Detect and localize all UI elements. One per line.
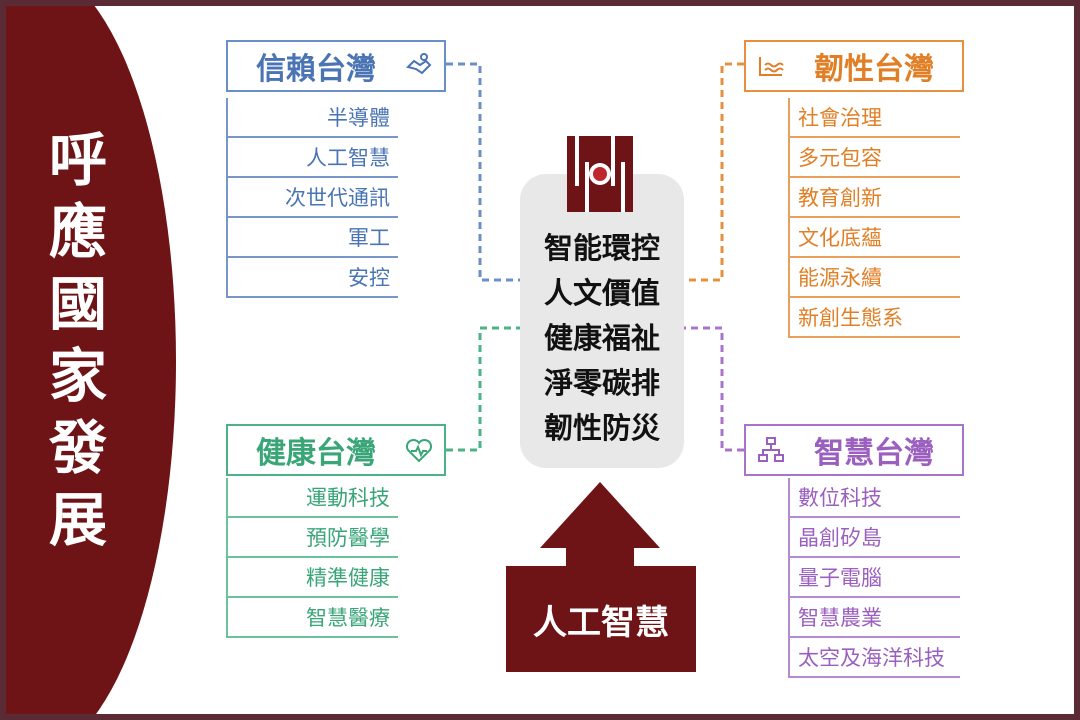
list-item: 智慧醫療 xyxy=(226,598,398,638)
list-item: 新創生態系 xyxy=(788,298,960,338)
heartbeat-icon xyxy=(405,438,433,463)
health-taiwan-list: 運動科技 預防醫學 精準健康 智慧醫療 xyxy=(226,478,398,638)
list-item: 數位科技 xyxy=(788,478,960,518)
connector-lines xyxy=(446,62,744,568)
center-goal: 人文價值 xyxy=(543,276,660,310)
trust-taiwan-title: 信賴台灣 xyxy=(256,52,376,87)
ai-foundation-label: 人工智慧 xyxy=(533,602,669,643)
trust-taiwan-header: 信賴台灣 xyxy=(226,40,446,92)
smart-taiwan-title: 智慧台灣 xyxy=(814,436,934,471)
resilient-taiwan-title: 韌性台灣 xyxy=(814,52,934,87)
list-item: 多元包容 xyxy=(788,138,960,178)
center-goal: 智能環控 xyxy=(543,231,660,265)
list-item: 軍工 xyxy=(226,218,398,258)
list-item: 社會治理 xyxy=(788,98,960,138)
resilient-taiwan-header: 韌性台灣 xyxy=(744,40,964,92)
center-goal: 韌性防災 xyxy=(543,411,660,445)
list-item: 精準健康 xyxy=(226,558,398,598)
center-goals-box: 智能環控 人文價值 健康福祉 淨零碳排 韌性防災 xyxy=(520,174,684,468)
list-item: 運動科技 xyxy=(226,478,398,518)
list-item: 次世代通訊 xyxy=(226,178,398,218)
smart-taiwan-header: 智慧台灣 xyxy=(744,424,964,476)
list-item: 能源永續 xyxy=(788,258,960,298)
side-title-char: 呼 xyxy=(48,126,107,194)
resilient-taiwan-list: 社會治理 多元包容 教育創新 文化底蘊 能源永續 新創生態系 xyxy=(788,98,960,338)
network-icon xyxy=(758,437,784,462)
health-taiwan-header: 健康台灣 xyxy=(226,424,446,476)
nstc-logo-icon xyxy=(567,136,633,212)
list-item: 量子電腦 xyxy=(788,558,960,598)
list-item: 半導體 xyxy=(226,98,398,138)
center-goal: 健康福祉 xyxy=(543,321,660,355)
side-title-char: 發 xyxy=(48,414,107,482)
canvas: 呼 應 國 家 發 展 信賴台灣 半導體 人工智慧 次世代通訊 軍工 安控 健康… xyxy=(6,6,1074,714)
side-title-char: 國 xyxy=(48,270,107,338)
list-item: 預防醫學 xyxy=(226,518,398,558)
handshake-icon xyxy=(406,53,432,75)
side-title-char: 展 xyxy=(48,486,107,554)
trust-taiwan-list: 半導體 人工智慧 次世代通訊 軍工 安控 xyxy=(226,98,398,298)
side-title-char: 應 xyxy=(48,198,107,266)
center-goal: 淨零碳排 xyxy=(543,366,660,400)
list-item: 太空及海洋科技 xyxy=(788,638,960,678)
list-item: 安控 xyxy=(226,258,398,298)
list-item: 人工智慧 xyxy=(226,138,398,178)
up-arrow xyxy=(540,482,660,568)
waves-icon xyxy=(759,57,784,76)
list-item: 晶創矽島 xyxy=(788,518,960,558)
side-title-char: 家 xyxy=(48,342,107,410)
health-taiwan-title: 健康台灣 xyxy=(256,436,376,471)
smart-taiwan-list: 數位科技 晶創矽島 量子電腦 智慧農業 太空及海洋科技 xyxy=(788,478,960,678)
side-title: 呼 應 國 家 發 展 xyxy=(42,124,114,556)
list-item: 文化底蘊 xyxy=(788,218,960,258)
list-item: 智慧農業 xyxy=(788,598,960,638)
ai-foundation-box: 人工智慧 xyxy=(506,566,696,672)
list-item: 教育創新 xyxy=(788,178,960,218)
